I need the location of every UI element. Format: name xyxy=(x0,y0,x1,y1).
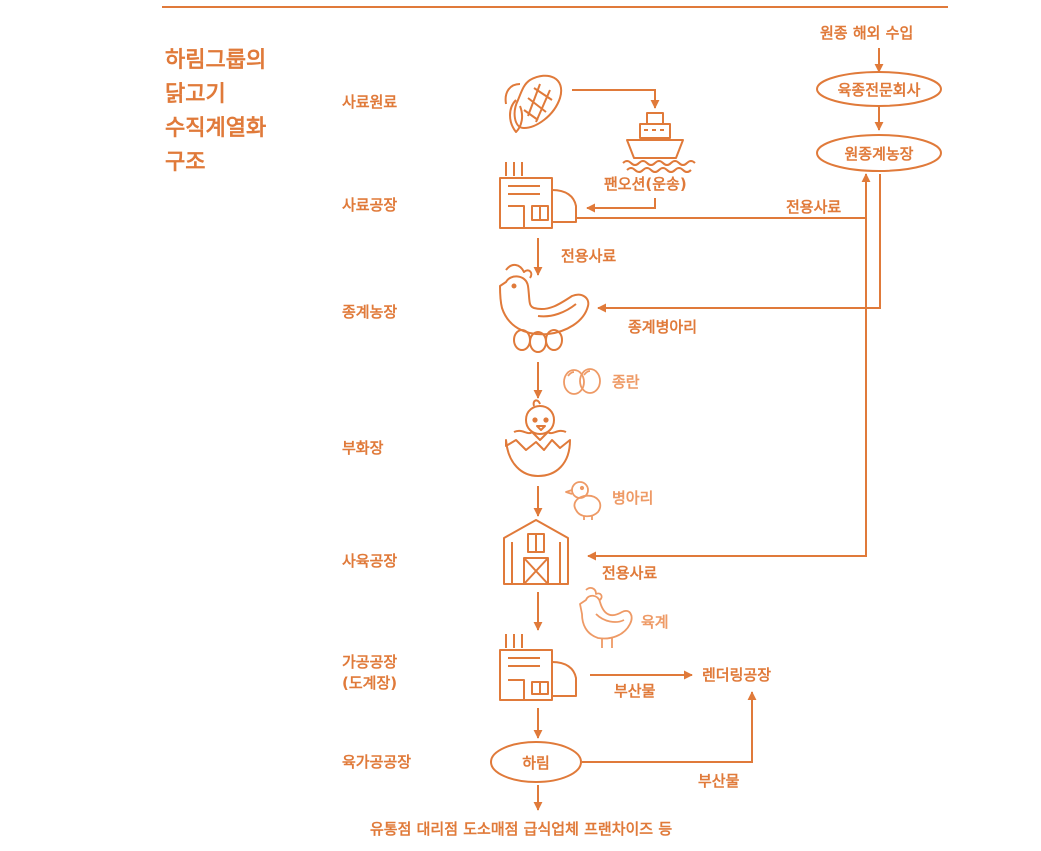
corn-icon xyxy=(504,74,563,133)
stage-feed-raw: 사료원료 xyxy=(342,93,398,111)
label-special-feed-barn: 전용사료 xyxy=(602,564,658,582)
label-special-feed-right: 전용사료 xyxy=(786,198,842,216)
barn-icon xyxy=(503,519,569,585)
breeding-company-text: 육종전문회사 xyxy=(837,81,921,99)
stage-feed-factory: 사료공장 xyxy=(342,196,398,214)
breeding-company-oval xyxy=(816,71,942,107)
diagram-title: 하림그룹의 닭고기 수직계열화 구조 xyxy=(165,44,266,180)
gpfarm-to-breeder-connector xyxy=(597,174,881,313)
factory-icon xyxy=(499,162,577,229)
title-line: 수직계열화 xyxy=(165,116,267,141)
stage-processing-line: 가공공장 xyxy=(342,653,398,671)
stage-broiler-farm: 사육공장 xyxy=(342,552,398,570)
stage-hatchery: 부화장 xyxy=(342,439,384,457)
feed-to-barn-connector xyxy=(587,218,867,561)
harim-text: 하림 xyxy=(522,754,550,772)
eggs-icon xyxy=(563,368,601,395)
label-hatching-eggs: 종란 xyxy=(612,373,640,391)
stage-processing-line: (도계장) xyxy=(342,674,398,692)
gpfarm-oval xyxy=(816,134,942,172)
hatching-chick-icon xyxy=(505,399,571,477)
stage-processing: 가공공장 (도계장) xyxy=(342,652,397,694)
label-shipping: 팬오션(운송) xyxy=(604,175,687,193)
label-chicks: 병아리 xyxy=(612,489,654,507)
ship-to-factory-connector xyxy=(586,198,656,213)
hen-icon xyxy=(499,264,590,353)
title-line: 하림그룹의 xyxy=(165,48,267,73)
harim-oval xyxy=(490,741,582,783)
label-breeder-chicks: 종계병아리 xyxy=(628,318,698,336)
outlets-text: 유통점 대리점 도소매점 급식업체 프랜차이즈 등 xyxy=(370,820,673,838)
label-broilers: 육계 xyxy=(641,613,669,631)
ship-icon xyxy=(622,112,696,173)
arrow-harim-to-rendering xyxy=(582,691,757,763)
label-import: 원종 해외 수입 xyxy=(820,24,914,42)
title-line: 닭고기 xyxy=(165,82,226,107)
label-rendering-plant: 렌더링공장 xyxy=(702,666,772,684)
stage-breeder-farm: 종계농장 xyxy=(342,303,398,321)
chick-icon xyxy=(565,481,602,520)
title-line: 구조 xyxy=(165,150,206,175)
label-byproduct-1: 부산물 xyxy=(614,682,656,700)
label-special-feed-main: 전용사료 xyxy=(561,247,617,265)
stage-meat-processing: 육가공공장 xyxy=(342,753,412,771)
corn-to-ship-connector xyxy=(572,89,660,109)
label-byproduct-2: 부산물 xyxy=(698,772,740,790)
factory-icon-processing xyxy=(499,634,577,701)
gpfarm-text: 원종계농장 xyxy=(844,145,914,163)
chicken-icon xyxy=(579,587,633,648)
